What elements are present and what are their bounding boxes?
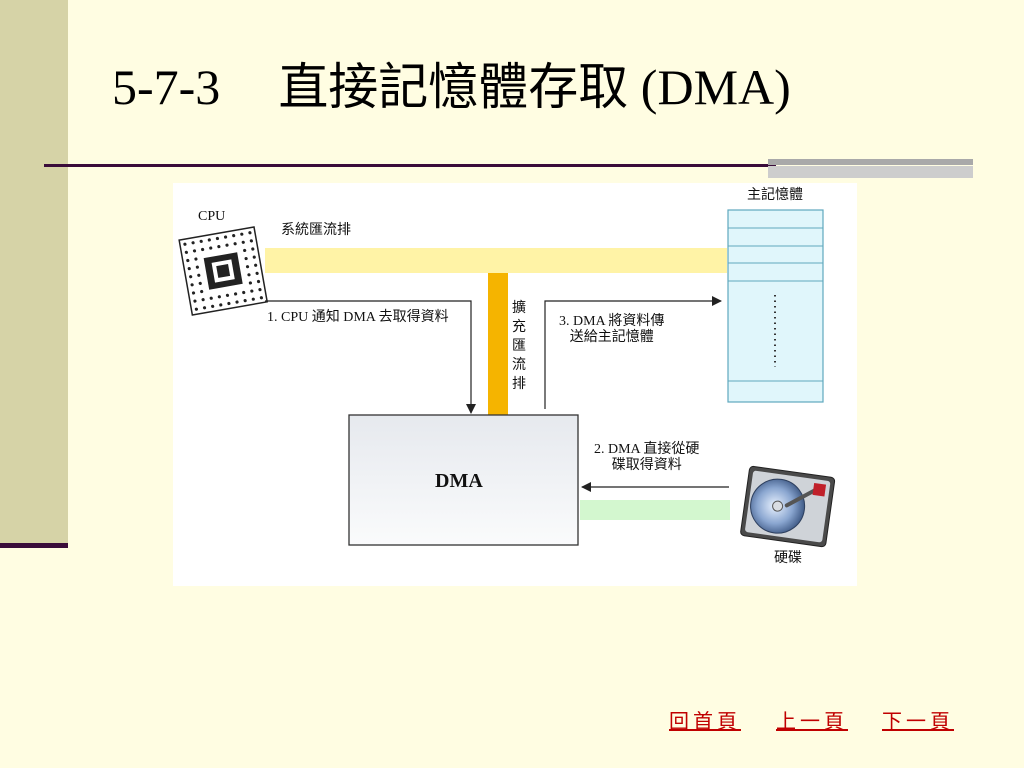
step1-arrow — [265, 300, 476, 414]
decor-bar-dark — [768, 159, 973, 165]
expansion-bus — [488, 273, 508, 416]
sidebar-band — [0, 0, 68, 543]
dma-controller-box — [348, 414, 579, 546]
slide-title: 5-7-3 直接記憶體存取 (DMA) — [112, 62, 791, 112]
disk-label: 硬碟 — [774, 551, 802, 566]
dma-label: DMA — [435, 470, 483, 492]
step1-label: 1. CPU 通知 DMA 去取得資料 — [267, 310, 449, 325]
hard-disk-icon — [740, 465, 836, 548]
system-bus-label: 系統匯流排 — [281, 223, 351, 238]
nav-next-link[interactable]: 下一頁 — [882, 709, 954, 733]
disk-bus — [580, 500, 730, 520]
nav-prev-link[interactable]: 上一頁 — [776, 709, 848, 733]
main-memory-block — [727, 209, 824, 403]
system-bus — [265, 248, 727, 273]
memory-label: 主記憶體 — [747, 188, 803, 203]
expansion-bus-label: 擴 充 匯 流 排 — [512, 301, 526, 392]
step2-label: 2. DMA 直接從硬 碟取得資料 — [594, 442, 700, 474]
slide-title-number: 5-7-3 — [112, 59, 221, 115]
slide-title-text: 直接記憶體存取 (DMA) — [278, 59, 791, 115]
nav-home-link[interactable]: 回首頁 — [669, 709, 741, 733]
cpu-label: CPU — [198, 209, 226, 224]
decor-bar-light — [768, 166, 973, 178]
dma-diagram-svg — [178, 209, 836, 548]
cpu-chip-icon — [178, 226, 269, 316]
dma-diagram: CPU 系統匯流排 主記憶體 1. CPU 通知 DMA 去取得資料 擴 充 匯… — [173, 183, 857, 586]
title-rule — [44, 164, 776, 167]
sidebar-underline — [0, 543, 68, 548]
step3-label: 3. DMA 將資料傳 送給主記憶體 — [559, 314, 665, 346]
step3-arrow — [544, 296, 722, 409]
